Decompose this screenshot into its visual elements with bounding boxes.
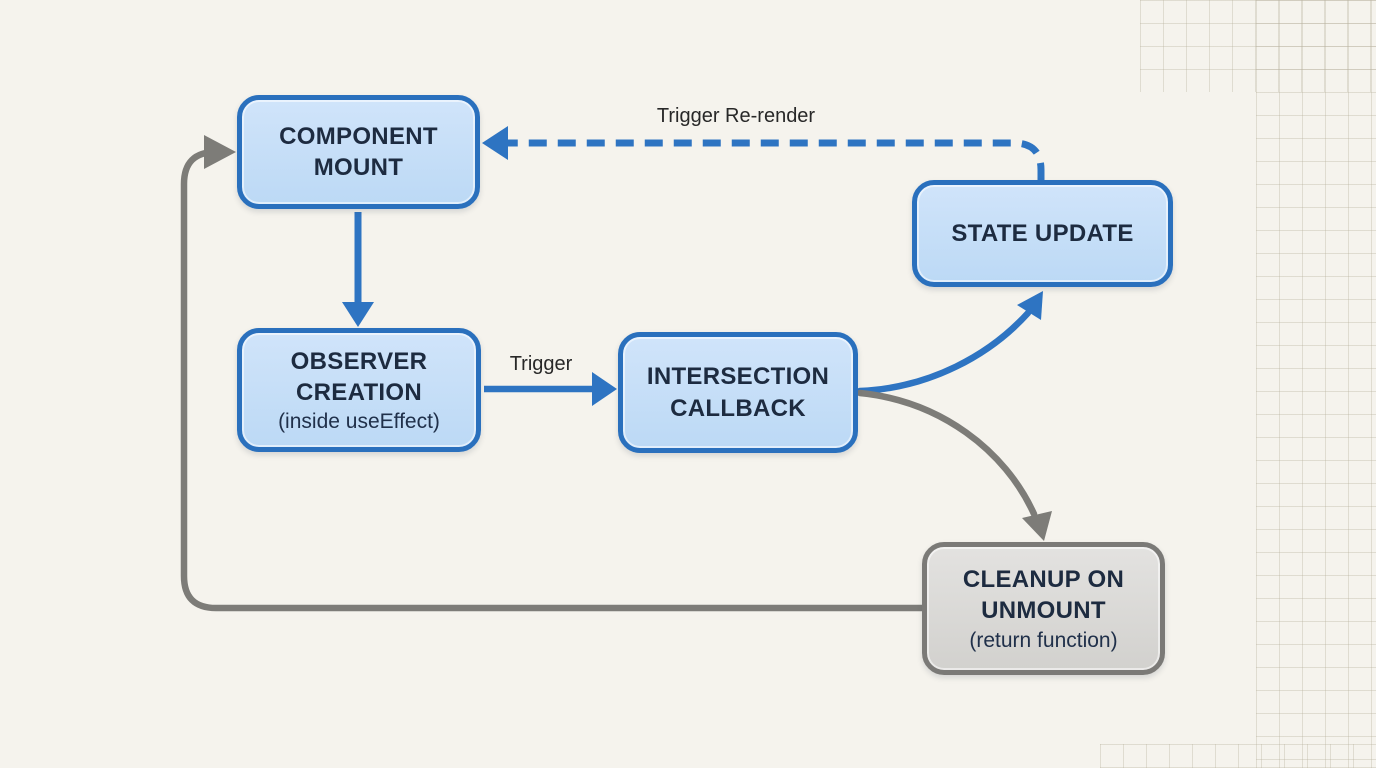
edge-cleanup-to-mount: [180, 148, 926, 612]
edge-cleanup-to-mount-arrowhead: [204, 135, 236, 169]
node-cleanup-unmount-title: CLEANUP ON UNMOUNT: [962, 566, 1125, 625]
node-observer-creation-subtitle: (inside useEffect): [278, 410, 440, 434]
edge-stateupdate-to-mount: [506, 139, 1045, 181]
edge-mount-to-observer-arrowhead: [342, 302, 374, 327]
edge-label-trigger-rerender: Trigger Re-render: [656, 105, 816, 127]
edge-callback-to-stateupdate-arrowhead: [1017, 291, 1043, 320]
node-cleanup-unmount-subtitle: (return function): [969, 628, 1118, 652]
node-state-update-title: STATE UPDATE: [951, 219, 1134, 247]
node-component-mount-title: COMPONENT MOUNT: [279, 122, 438, 181]
edge-stateupdate-to-mount-arrowhead: [482, 126, 508, 160]
edge-callback-to-stateupdate: [856, 309, 1032, 395]
node-cleanup-unmount: CLEANUP ON UNMOUNT (return function): [922, 542, 1165, 675]
node-intersection-callback-title: INTERSECTION CALLBACK: [646, 363, 830, 422]
node-state-update: STATE UPDATE: [912, 180, 1173, 287]
graph-paper-texture-topright: [1140, 0, 1376, 92]
edge-callback-to-cleanup-arrowhead: [1022, 511, 1052, 541]
edge-label-trigger: Trigger: [509, 353, 573, 375]
node-intersection-callback: INTERSECTION CALLBACK: [618, 332, 858, 453]
node-component-mount: COMPONENT MOUNT: [237, 95, 480, 209]
node-observer-creation: OBSERVER CREATION (inside useEffect): [237, 328, 481, 452]
edge-observer-to-callback-arrowhead: [592, 372, 617, 406]
node-observer-creation-title: OBSERVER CREATION: [290, 347, 428, 406]
edge-callback-to-cleanup: [856, 389, 1038, 518]
graph-paper-texture-right: [1256, 0, 1376, 768]
graph-paper-texture-bottomright: [1100, 744, 1376, 768]
